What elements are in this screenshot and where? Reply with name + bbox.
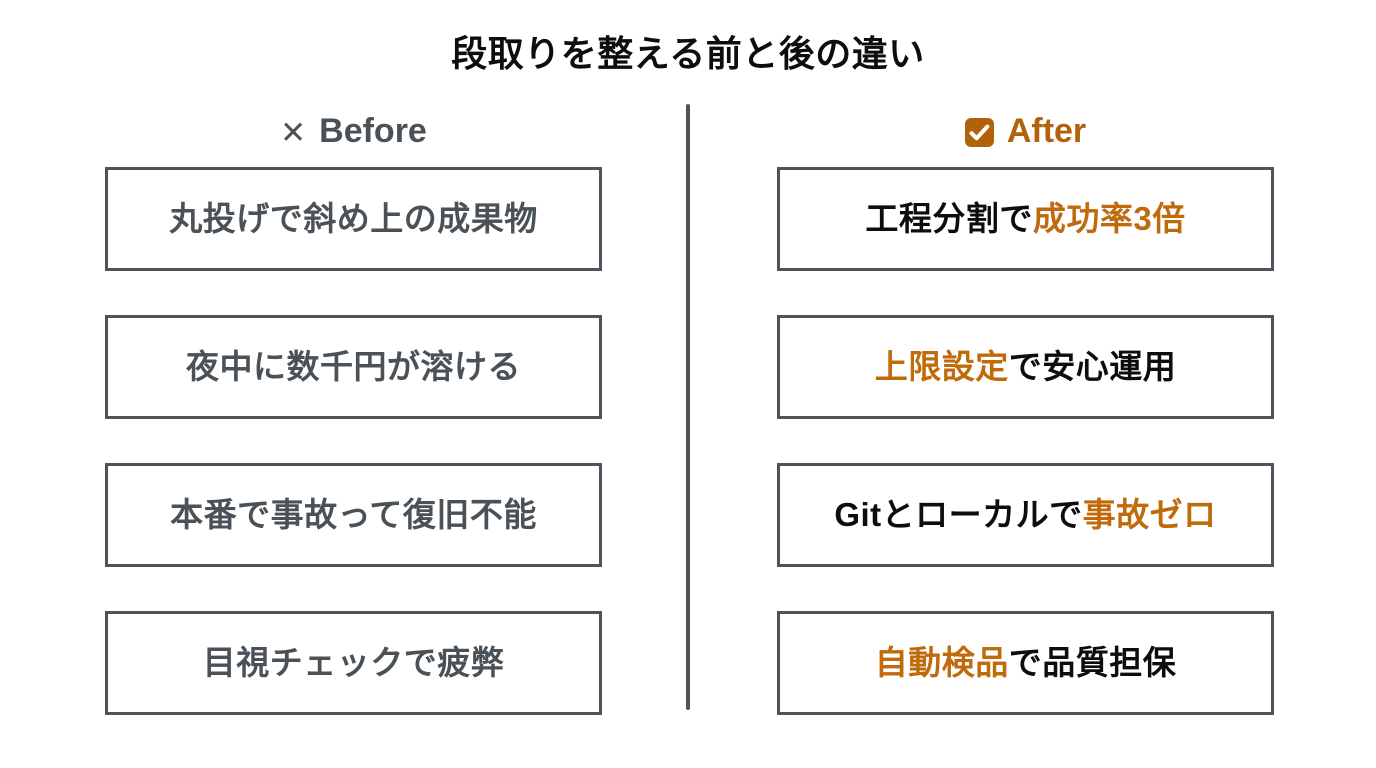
list-item[interactable]: 本番で事故って復旧不能 bbox=[105, 463, 602, 567]
before-label: Before bbox=[319, 112, 427, 150]
list-item-label: 自動検品で品質担保 bbox=[875, 644, 1177, 682]
before-item-list: 丸投げで斜め上の成果物 夜中に数千円が溶ける 本番で事故って復旧不能 目視チェッ… bbox=[105, 167, 602, 715]
list-item-highlight: 自動検品 bbox=[874, 644, 1009, 682]
list-item-lead: 工程分割で bbox=[865, 200, 1033, 238]
list-item-label: Gitとローカルで事故ゼロ bbox=[834, 496, 1216, 534]
list-item[interactable]: 工程分割で成功率3倍 bbox=[777, 167, 1274, 271]
after-label: After bbox=[1006, 112, 1087, 150]
list-item-label: 上限設定で安心運用 bbox=[875, 348, 1177, 386]
after-column: After 工程分割で成功率3倍 上限設定で安心運用 Gitとローカルで事故ゼロ bbox=[777, 100, 1274, 715]
list-item-highlight: 上限設定 bbox=[874, 348, 1009, 386]
list-item-tail: で品質担保 bbox=[1008, 644, 1177, 682]
list-item-label: 本番で事故って復旧不能 bbox=[170, 496, 537, 534]
list-item-label: 目視チェックで疲弊 bbox=[202, 644, 505, 682]
list-item-lead: Gitとローカルで bbox=[834, 496, 1083, 534]
list-item[interactable]: 夜中に数千円が溶ける bbox=[105, 315, 602, 419]
list-item-tail: で安心運用 bbox=[1008, 348, 1177, 386]
after-column-header: After bbox=[777, 100, 1274, 162]
list-item-highlight: 事故ゼロ bbox=[1082, 496, 1217, 534]
column-divider bbox=[686, 104, 690, 710]
list-item[interactable]: 丸投げで斜め上の成果物 bbox=[105, 167, 602, 271]
checkbox-checked-icon bbox=[964, 117, 994, 147]
list-item-highlight: 成功率3倍 bbox=[1032, 200, 1186, 238]
list-item[interactable]: 上限設定で安心運用 bbox=[777, 315, 1274, 419]
list-item[interactable]: Gitとローカルで事故ゼロ bbox=[777, 463, 1274, 567]
list-item-label: 夜中に数千円が溶ける bbox=[186, 348, 521, 386]
list-item-label: 丸投げで斜め上の成果物 bbox=[169, 200, 538, 238]
page-title: 段取りを整える前と後の違い bbox=[451, 33, 925, 74]
list-item[interactable]: 目視チェックで疲弊 bbox=[105, 611, 602, 715]
after-item-list: 工程分割で成功率3倍 上限設定で安心運用 Gitとローカルで事故ゼロ 自動検品で… bbox=[777, 167, 1274, 715]
list-item[interactable]: 自動検品で品質担保 bbox=[777, 611, 1274, 715]
before-column: ✕ Before 丸投げで斜め上の成果物 夜中に数千円が溶ける 本番で事故って復… bbox=[105, 100, 602, 715]
list-item-label: 工程分割で成功率3倍 bbox=[865, 200, 1185, 238]
before-column-header: ✕ Before bbox=[105, 100, 602, 162]
x-mark-icon: ✕ bbox=[280, 114, 307, 150]
